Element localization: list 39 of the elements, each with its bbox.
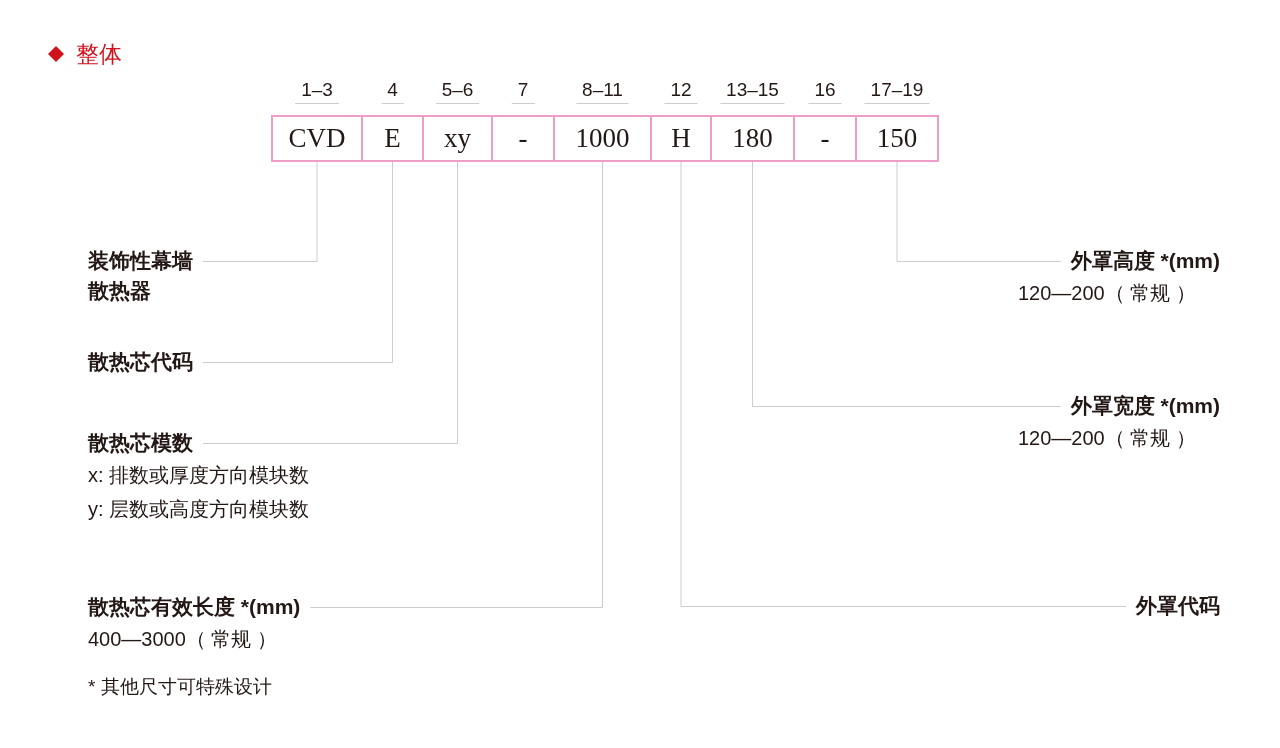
description-heading: 外罩代码	[1134, 593, 1220, 619]
description-heading: 散热芯代码	[88, 349, 193, 375]
code-text: 180	[732, 125, 773, 152]
position-number: 7	[511, 80, 535, 104]
description-text: x: 排数或厚度方向模块数	[88, 463, 310, 488]
description-text: y: 层数或高度方向模块数	[88, 497, 310, 522]
code-text: -	[518, 125, 528, 152]
leader-line	[752, 161, 1062, 407]
position-number: 13–15	[720, 80, 785, 104]
position-number: 1–3	[295, 80, 339, 104]
code-text: E	[384, 125, 401, 152]
leader-line	[680, 161, 1127, 607]
description-text: 120—200（ 常规 ）	[1018, 281, 1197, 306]
description-heading: 散热芯模数	[88, 430, 194, 456]
description-heading: 装饰性幕墙散热器	[88, 248, 194, 304]
code-text: H	[671, 125, 691, 152]
code-text: 150	[876, 125, 918, 152]
position-number: 17–19	[864, 80, 930, 104]
position-number: 8–11	[576, 80, 629, 104]
title: 整体	[76, 40, 122, 68]
leader-line	[202, 161, 458, 444]
description-heading: 外罩宽度 *(mm)	[1069, 393, 1220, 419]
code-text: xy	[444, 125, 471, 152]
code-text: 1000	[575, 125, 630, 152]
leader-line	[202, 161, 318, 262]
leader-line	[202, 161, 393, 363]
description-text: 400—3000（ 常规 ）	[88, 627, 278, 652]
position-number: 4	[381, 80, 404, 104]
position-number: 16	[808, 80, 842, 104]
leader-line	[309, 161, 603, 608]
code-text: CVD	[288, 125, 346, 152]
code-text: -	[820, 125, 830, 152]
leader-line	[896, 161, 1062, 262]
position-number: 5–6	[435, 80, 480, 104]
description-heading: 散热芯有效长度 *(mm)	[88, 594, 301, 620]
note: * 其他尺寸可特殊设计	[88, 675, 272, 699]
position-number: 12	[664, 80, 698, 104]
description-text: 120—200（ 常规 ）	[1018, 426, 1197, 451]
description-heading: 外罩高度 *(mm)	[1069, 248, 1220, 274]
